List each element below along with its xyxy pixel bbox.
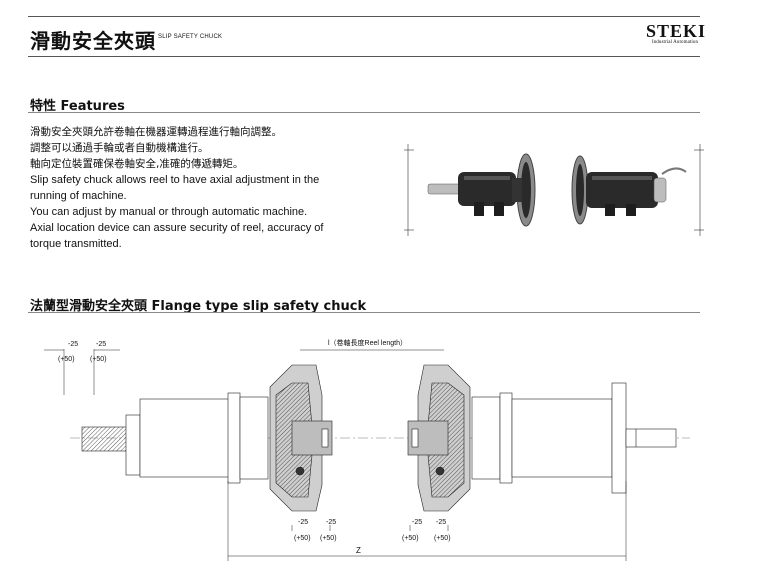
- feature-line: 調整可以通過手輪或者自動機構進行。: [30, 142, 209, 154]
- dim-label: (+50): [320, 535, 337, 542]
- brand-logo: STEKI Industrial Automation: [646, 21, 707, 46]
- photo-crop-marks: [404, 144, 704, 236]
- dim-label: -25: [298, 519, 308, 526]
- features-heading: 特性 Features: [30, 99, 125, 114]
- product-photo: [404, 144, 704, 236]
- dim-label: -25: [436, 519, 446, 526]
- dim-label: (+50): [294, 535, 311, 542]
- dim-label: -25: [326, 519, 336, 526]
- center-right-dimension: -25 -25 (+50) (+50): [402, 519, 451, 542]
- feature-line: running of machine.: [30, 190, 127, 202]
- page-subtitle: SLIP SAFETY CHUCK: [158, 34, 223, 40]
- z-label: Z: [356, 546, 361, 555]
- features-text: 滑動安全夾頭允許卷軸在機器運轉過程進行軸向調整。 調整可以通過手輪或者自動機構進…: [30, 124, 360, 252]
- feature-line: 軸向定位裝置確保卷軸安全,准確的傳遞轉矩。: [30, 158, 244, 170]
- dim-label: -25: [68, 341, 78, 348]
- feature-line: You can adjust by manual or through auto…: [30, 206, 308, 218]
- page-header: 滑動安全夾頭 SLIP SAFETY CHUCK STEKI Industria…: [0, 0, 770, 60]
- feature-line: Slip safety chuck allows reel to have ax…: [30, 174, 320, 186]
- reel-length-label: l（卷軸長度Reel length）: [328, 338, 407, 347]
- flange-rule: [28, 312, 700, 313]
- dim-label: -25: [96, 341, 106, 348]
- logo-text: STEKI: [646, 21, 707, 41]
- header-bottom-rule: [28, 56, 700, 57]
- dim-label: (+50): [58, 356, 75, 363]
- logo-subtext: Industrial Automation: [651, 40, 699, 45]
- feature-line: Axial location device can assure securit…: [30, 222, 324, 234]
- page-title: 滑動安全夾頭: [30, 29, 156, 53]
- dim-label: (+50): [90, 356, 107, 363]
- right-chuck-drawing: [407, 364, 677, 512]
- left-chuck-drawing: [81, 364, 333, 512]
- dim-label: -25: [412, 519, 422, 526]
- left-dimension: -25 -25 (+50) (+50): [44, 341, 120, 395]
- flange-heading: 法蘭型滑動安全夾頭 Flange type slip safety chuck: [30, 299, 367, 314]
- feature-line: torque transmitted.: [30, 238, 122, 250]
- feature-line: 滑動安全夾頭允許卷軸在機器運轉過程進行軸向調整。: [30, 126, 282, 138]
- left-chuck-image: [427, 153, 536, 227]
- dim-label: (+50): [434, 535, 451, 542]
- center-left-dimension: -25 -25 (+50) (+50): [291, 519, 337, 542]
- dim-label: (+50): [402, 535, 419, 542]
- z-dimension: Z: [227, 481, 627, 561]
- features-rule: [28, 112, 700, 113]
- right-chuck-image: [571, 155, 687, 225]
- technical-drawing: -25 -25 (+50) (+50) l（卷軸長度Reel length）: [44, 338, 690, 561]
- header-top-rule: [28, 16, 700, 17]
